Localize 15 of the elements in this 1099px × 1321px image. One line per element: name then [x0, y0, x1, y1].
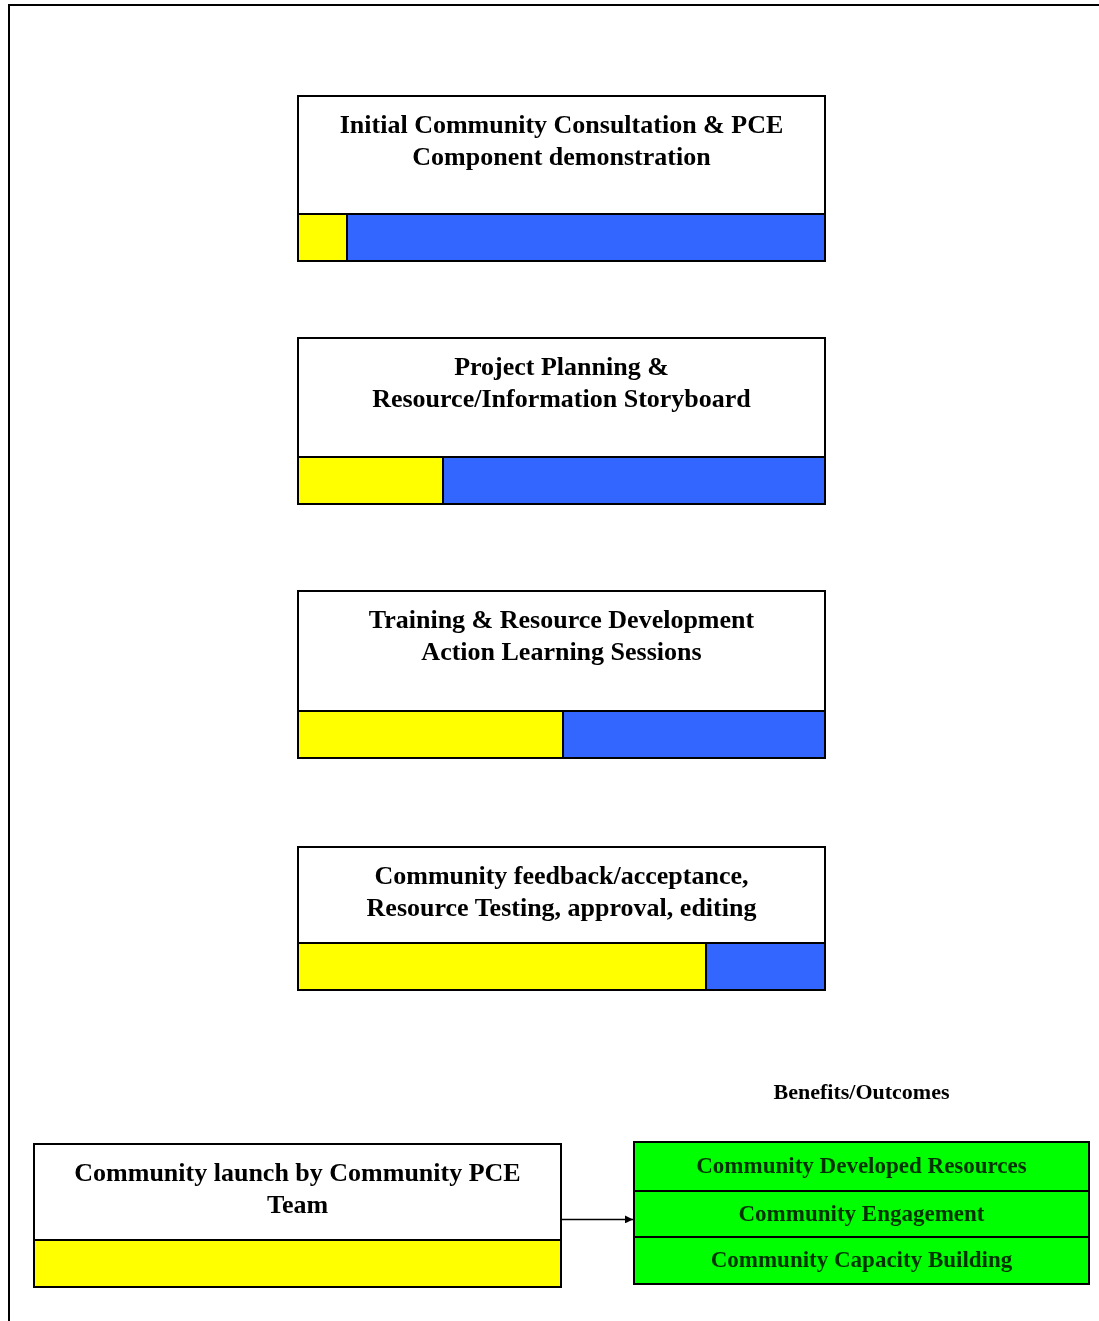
- stage-box: [297, 590, 826, 759]
- outcomes-heading: Benefits/Outcomes: [773, 1078, 950, 1106]
- stage-title: Training & Resource Development Action Learning Sessions: [367, 604, 756, 668]
- stage-box: [297, 846, 826, 991]
- stage-box: [297, 95, 826, 262]
- stage-box: [33, 1143, 562, 1288]
- stage-title: Community feedback/acceptance, Resource Testing, approval, editing: [365, 860, 758, 924]
- arrow: [561, 1215, 634, 1224]
- stage-title: Project Planning & Resource/Information Storyboard: [371, 351, 752, 415]
- stage-box: [297, 337, 826, 505]
- outcome-text: Community Engagement: [738, 1199, 985, 1228]
- stage-title: Community launch by Community PCE Team: [73, 1157, 522, 1221]
- outcome-text: Community Capacity Building: [710, 1246, 1013, 1275]
- outcome-text: Community Developed Resources: [696, 1152, 1027, 1181]
- stage-title: Initial Community Consultation & PCE Component demonstration: [338, 109, 785, 173]
